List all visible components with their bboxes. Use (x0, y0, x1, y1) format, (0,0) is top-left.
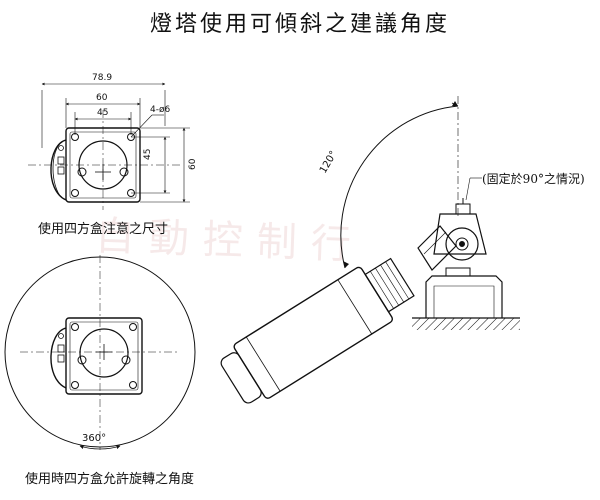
top-view-drawing (28, 82, 190, 210)
rotation-view-caption: 使用時四方盒允許旋轉之角度 (25, 472, 195, 487)
dim-inner-width: 45 (97, 108, 109, 118)
dim-inner-height: 45 (143, 148, 153, 160)
rotation-view-drawing (4, 255, 196, 450)
dim-height: 60 (188, 158, 198, 170)
top-view-caption: 使用四方盒注意之尺寸 (38, 222, 169, 237)
fixed-90-callout: (固定於90°之情況) (482, 172, 585, 186)
dim-width: 60 (96, 93, 108, 103)
dim-holes: 4-ø6 (150, 105, 171, 115)
rotation-angle-label: 360° (82, 433, 107, 444)
diagram-title: 燈塔使用可傾斜之建議角度 (149, 12, 450, 37)
side-view-drawing (220, 96, 520, 404)
dim-overall-width: 78.9 (92, 73, 113, 83)
